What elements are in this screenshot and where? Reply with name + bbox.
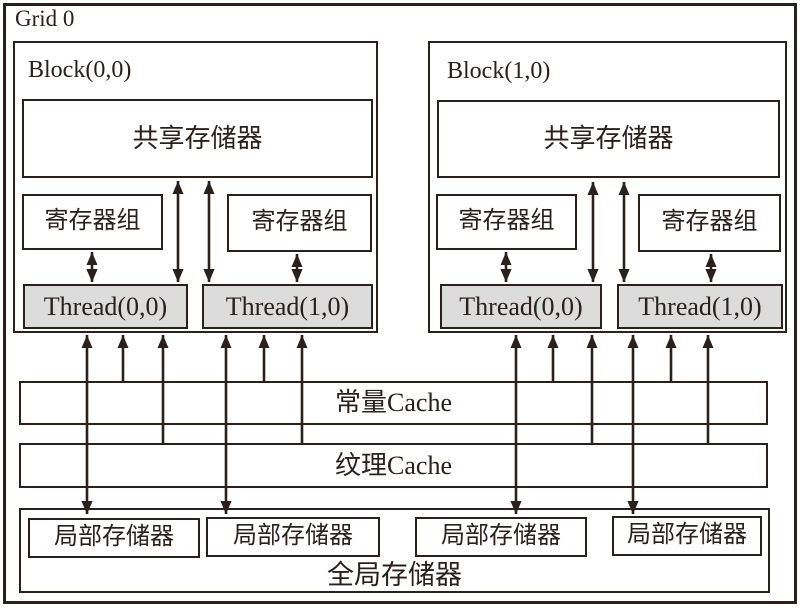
thread-box-1-0: Thread(0,0) (440, 284, 602, 329)
local-memory-box-2: 局部存储器 (415, 517, 587, 557)
local-memory-box-1: 局部存储器 (206, 517, 380, 557)
local-memory-box-0: 局部存储器 (28, 518, 200, 558)
local-memory-box-3: 局部存储器 (612, 516, 762, 556)
constant-cache-box: 常量Cache (19, 381, 768, 425)
thread-box-0-0: Thread(0,0) (23, 284, 188, 329)
register-group-box-0-0: 寄存器组 (22, 194, 163, 250)
thread-box-1-1: Thread(1,0) (617, 284, 783, 329)
texture-cache-box: 纹理Cache (19, 443, 768, 488)
thread-box-0-1: Thread(1,0) (202, 284, 373, 329)
register-group-box-1-1: 寄存器组 (638, 194, 781, 252)
block-1-0-label: Block(1,0) (447, 58, 551, 84)
register-group-box-1-0: 寄存器组 (436, 194, 577, 250)
grid-label: Grid 0 (15, 6, 75, 31)
register-group-box-0-1: 寄存器组 (227, 194, 372, 252)
block-0-0-label: Block(0,0) (28, 57, 132, 83)
grid-border (3, 3, 797, 604)
shared-memory-box-1: 共享存储器 (437, 100, 780, 178)
shared-memory-box-0: 共享存储器 (22, 99, 373, 178)
